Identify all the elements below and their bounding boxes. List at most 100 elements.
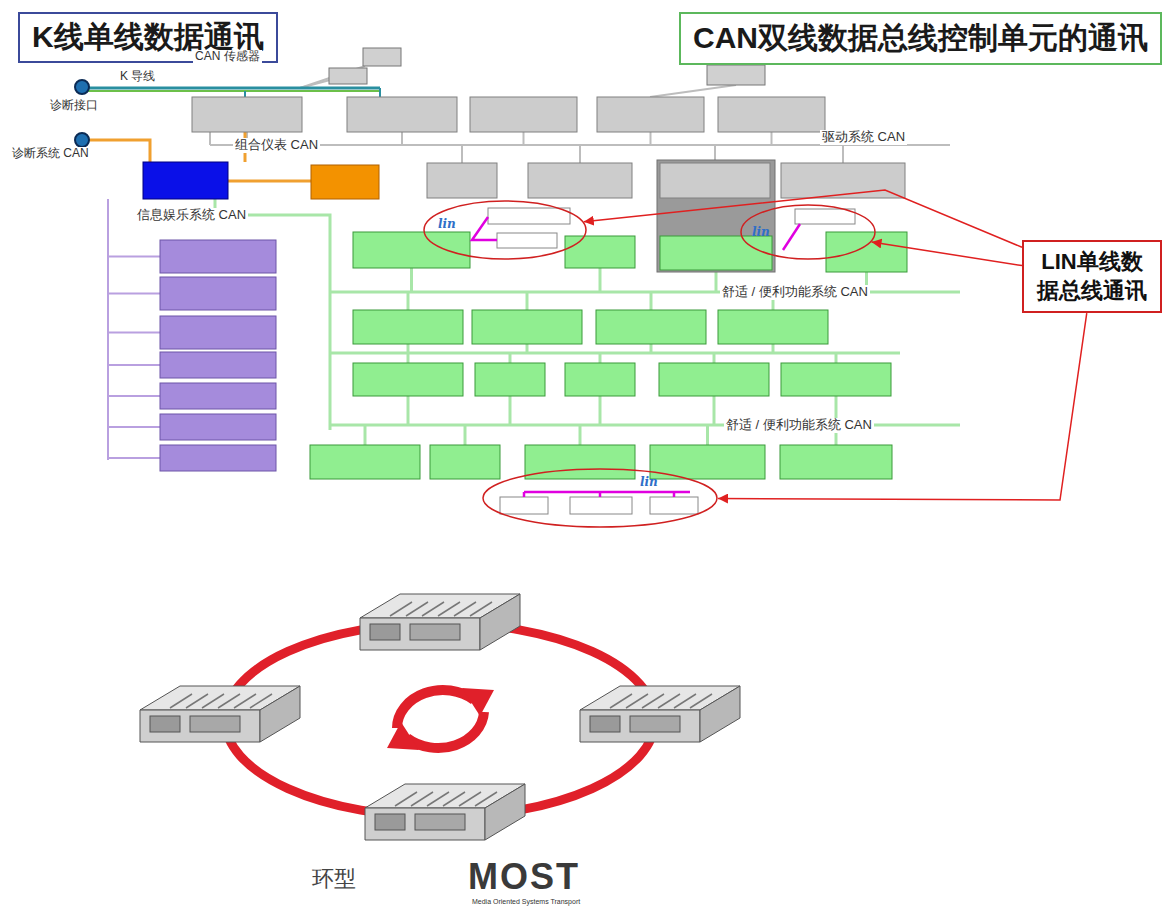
can-wire <box>526 344 529 353</box>
rotation-arrow <box>387 722 419 750</box>
lin-wire <box>673 492 676 497</box>
can-wire <box>523 132 525 145</box>
comfort-unit <box>430 445 500 479</box>
can-wire <box>509 396 512 425</box>
callout-arrow <box>584 190 1022 247</box>
bus-label: 驱动系统 CAN <box>820 130 907 145</box>
bus-label: 诊断接口 <box>48 99 100 113</box>
gateway-box <box>143 162 228 199</box>
lin-ellipse: lin <box>482 468 718 528</box>
comfort-unit <box>659 363 769 396</box>
lin-ellipse: lin <box>423 200 587 260</box>
comfort-unit <box>475 363 545 396</box>
can-wire <box>464 425 467 445</box>
can-wire <box>835 353 838 363</box>
can-wire <box>772 344 775 353</box>
can-wire <box>407 396 410 425</box>
comfort-unit <box>310 232 907 479</box>
ecu-face <box>485 784 525 840</box>
header-box: CAN双线数据总线控制单元的通讯 <box>679 12 1162 65</box>
k-wire <box>379 88 381 97</box>
k-wire <box>244 91 246 97</box>
comfort-unit <box>660 236 772 270</box>
gateway-area <box>657 160 775 272</box>
lin-ellipse: lin <box>740 204 876 260</box>
ecu-module <box>360 594 520 650</box>
comfort-unit <box>353 232 470 268</box>
can-wire <box>713 353 716 363</box>
control-unit <box>718 97 825 132</box>
can-wire <box>599 268 602 292</box>
infotainment-unit <box>160 414 276 440</box>
ecu-connector <box>410 624 460 640</box>
orange-wire <box>88 140 150 162</box>
instrument-box <box>311 165 379 199</box>
infotainment-unit <box>160 383 276 409</box>
bus-label: 舒适 / 便利功能系统 CAN <box>724 418 874 433</box>
can-wire <box>599 353 602 363</box>
purple-wire <box>108 332 160 334</box>
lin-slave <box>497 233 557 248</box>
logo-text: Media Oriented Systems Transport <box>470 898 582 906</box>
bus-label: K 导线 <box>118 70 157 84</box>
lin-slave <box>650 497 698 514</box>
ecu-rib <box>470 602 492 616</box>
purple-wire <box>108 199 160 460</box>
control-unit <box>192 97 825 132</box>
control-unit <box>781 163 905 198</box>
can-wire <box>579 425 582 445</box>
comfort-unit <box>780 445 892 479</box>
ecu-connector <box>150 716 180 732</box>
bus-label: CAN 传感器 <box>193 50 262 64</box>
infotainment-unit <box>160 240 276 471</box>
can-wire <box>713 396 716 425</box>
ecu-face <box>580 710 700 742</box>
lin-wire <box>599 492 602 497</box>
rotation-arrow <box>407 712 484 748</box>
k-wire <box>245 88 380 97</box>
ellipse-outline <box>424 201 586 259</box>
can-wire <box>650 132 652 145</box>
ecu-face <box>260 686 300 742</box>
purple-wire <box>108 293 160 295</box>
diagnostic-port <box>75 80 89 94</box>
diagnostic-port <box>75 133 89 147</box>
can-wire <box>210 66 950 163</box>
bus-label: 舒适 / 便利功能系统 CAN <box>720 285 870 300</box>
instrument-box <box>311 165 379 199</box>
logo-text: 环型 <box>310 866 358 891</box>
ellipse-outline <box>483 469 717 527</box>
control-unit <box>528 163 632 198</box>
ecu-connector <box>190 716 240 732</box>
ecu-rib <box>690 694 712 708</box>
comfort-unit <box>472 310 582 344</box>
purple-wire <box>108 256 160 258</box>
can-wire <box>579 145 581 163</box>
lin-slave <box>488 208 855 514</box>
k-wire <box>88 91 380 92</box>
ecu-face <box>480 594 520 650</box>
k-wire <box>88 90 380 92</box>
purple-wire <box>108 457 160 459</box>
can-wire <box>599 396 602 425</box>
can-wire <box>650 292 653 310</box>
ellipse-outline <box>741 205 875 259</box>
control-unit <box>192 97 302 132</box>
can-wire <box>771 132 773 145</box>
sensor-box <box>707 65 765 85</box>
can-wire <box>407 344 410 353</box>
infotainment-unit <box>160 316 276 349</box>
can-wire <box>526 292 529 310</box>
lin-wire <box>523 492 526 497</box>
can-wire <box>215 199 960 445</box>
comfort-unit <box>565 363 635 396</box>
can-wire <box>650 344 653 353</box>
callout-arrow <box>872 242 1022 266</box>
lin-wire <box>472 217 497 240</box>
bus-label: 信息娱乐系统 CAN <box>135 208 248 223</box>
sensor-box <box>329 68 367 84</box>
ecu-face <box>365 808 485 840</box>
lin-logo: lin <box>640 476 658 489</box>
